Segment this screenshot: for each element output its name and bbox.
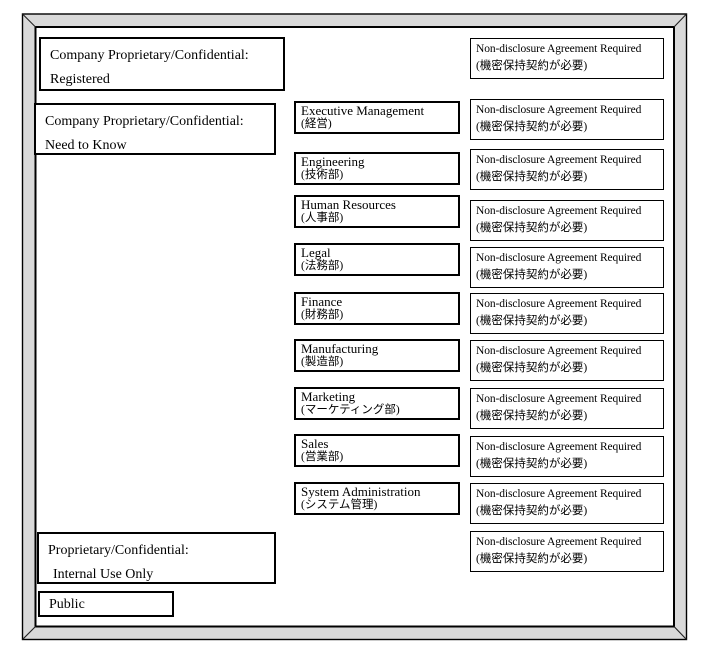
- department-name-ja: (財務部): [301, 309, 344, 321]
- nda-label-en: Non-disclosure Agreement Required: [476, 393, 642, 405]
- classification-box-need-to-know: Company Proprietary/Confidential: Need t…: [34, 103, 276, 155]
- nda-requirement-box: Non-disclosure Agreement Required (機密保持契…: [470, 149, 664, 190]
- classification-box-registered: Company Proprietary/Confidential: Regist…: [39, 37, 285, 91]
- classification-label-line2: Need to Know: [45, 138, 127, 153]
- department-name-en: Human Resources: [301, 197, 396, 212]
- department-name-en: Marketing: [301, 389, 356, 404]
- classification-label-line1: Proprietary/Confidential:: [48, 543, 189, 558]
- department-name-ja: (製造部): [301, 356, 344, 368]
- nda-label-en: Non-disclosure Agreement Required: [476, 536, 642, 548]
- department-box-sales: Sales (営業部): [294, 434, 460, 467]
- classification-box-internal-use-only: Proprietary/Confidential: Internal Use O…: [37, 532, 276, 584]
- department-name-ja: (技術部): [301, 169, 344, 181]
- nda-label-ja: (機密保持契約が必要): [476, 505, 588, 517]
- nda-requirement-box: Non-disclosure Agreement Required (機密保持契…: [470, 388, 664, 429]
- classification-label-line2: Internal Use Only: [53, 567, 154, 582]
- nda-label-ja: (機密保持契約が必要): [476, 121, 588, 133]
- classification-label-line2: Registered: [50, 72, 110, 87]
- department-name-ja: (システム管理): [301, 499, 378, 511]
- nda-requirement-box: Non-disclosure Agreement Required (機密保持契…: [470, 436, 664, 477]
- department-box-engineering: Engineering (技術部): [294, 152, 460, 185]
- nda-label-ja: (機密保持契約が必要): [476, 410, 588, 422]
- department-name-ja: (人事部): [301, 212, 344, 224]
- department-name-en: Sales: [301, 436, 329, 451]
- classification-label-line1: Public: [49, 597, 85, 612]
- classification-box-public: Public: [38, 591, 174, 617]
- nda-label-en: Non-disclosure Agreement Required: [476, 252, 642, 264]
- nda-label-ja: (機密保持契約が必要): [476, 60, 588, 72]
- department-name-ja: (マーケティング部): [301, 404, 400, 416]
- nda-requirement-box: Non-disclosure Agreement Required (機密保持契…: [470, 99, 664, 140]
- classification-label-line1: Company Proprietary/Confidential:: [45, 114, 244, 129]
- department-name-ja: (経営): [301, 118, 332, 130]
- department-name-en: Legal: [301, 245, 331, 260]
- department-box-marketing: Marketing (マーケティング部): [294, 387, 460, 420]
- department-box-executive-management: Executive Management (経営): [294, 101, 460, 134]
- nda-label-ja: (機密保持契約が必要): [476, 553, 588, 565]
- nda-requirement-box: Non-disclosure Agreement Required (機密保持契…: [470, 340, 664, 381]
- nda-label-en: Non-disclosure Agreement Required: [476, 205, 642, 217]
- classification-label-line1: Company Proprietary/Confidential:: [50, 48, 249, 63]
- nda-label-ja: (機密保持契約が必要): [476, 315, 588, 327]
- department-name-en: Executive Management: [301, 103, 425, 118]
- nda-label-ja: (機密保持契約が必要): [476, 362, 588, 374]
- nda-requirement-box: Non-disclosure Agreement Required (機密保持契…: [470, 200, 664, 241]
- nda-requirement-box: Non-disclosure Agreement Required (機密保持契…: [470, 531, 664, 572]
- department-name-en: System Administration: [301, 484, 421, 499]
- nda-label-ja: (機密保持契約が必要): [476, 269, 588, 281]
- department-box-system-administration: System Administration (システム管理): [294, 482, 460, 515]
- department-name-en: Finance: [301, 294, 343, 309]
- nda-label-en: Non-disclosure Agreement Required: [476, 441, 642, 453]
- department-box-finance: Finance (財務部): [294, 292, 460, 325]
- nda-label-ja: (機密保持契約が必要): [476, 222, 588, 234]
- nda-requirement-box: Non-disclosure Agreement Required (機密保持契…: [470, 247, 664, 288]
- nda-label-en: Non-disclosure Agreement Required: [476, 298, 642, 310]
- department-box-human-resources: Human Resources (人事部): [294, 195, 460, 228]
- department-box-legal: Legal (法務部): [294, 243, 460, 276]
- nda-label-en: Non-disclosure Agreement Required: [476, 104, 642, 116]
- nda-label-ja: (機密保持契約が必要): [476, 171, 588, 183]
- nda-requirement-box: Non-disclosure Agreement Required (機密保持契…: [470, 483, 664, 524]
- department-name-en: Manufacturing: [301, 341, 379, 356]
- nda-label-en: Non-disclosure Agreement Required: [476, 43, 642, 55]
- nda-requirement-box: Non-disclosure Agreement Required (機密保持契…: [470, 38, 664, 79]
- nda-label-ja: (機密保持契約が必要): [476, 458, 588, 470]
- department-name-en: Engineering: [301, 154, 365, 169]
- nda-label-en: Non-disclosure Agreement Required: [476, 488, 642, 500]
- department-name-ja: (営業部): [301, 451, 344, 463]
- nda-label-en: Non-disclosure Agreement Required: [476, 154, 642, 166]
- nda-requirement-box: Non-disclosure Agreement Required (機密保持契…: [470, 293, 664, 334]
- department-name-ja: (法務部): [301, 260, 344, 272]
- department-box-manufacturing: Manufacturing (製造部): [294, 339, 460, 372]
- nda-label-en: Non-disclosure Agreement Required: [476, 345, 642, 357]
